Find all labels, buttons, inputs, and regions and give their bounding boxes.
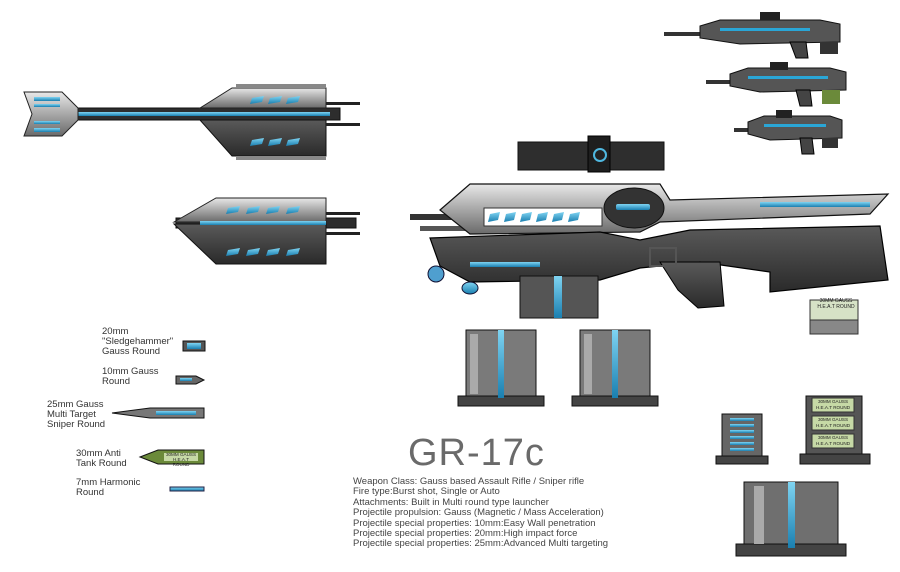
ammo-icon-10mm [175, 375, 206, 385]
rifle-thumb-3 [734, 110, 843, 155]
spec-line: Projectile special properties: 10mm:Easy… [353, 517, 596, 529]
magazine-7mm [715, 413, 769, 465]
ammo-label-10mm: 10mm Gauss Round [102, 366, 159, 387]
spec-line: Weapon Class: Gauss based Assault Rifle … [353, 476, 585, 487]
ammo-icon-20mm [182, 340, 206, 352]
spec-line: Attachments: Built in Multi round type l… [353, 496, 549, 508]
magazine-1 [457, 329, 545, 407]
ammo-label-7mm: 7mm Harmonic Round [76, 477, 141, 498]
spec-line: Projectile special properties: 25mm:Adva… [353, 538, 609, 550]
ammo-icon-25mm [111, 407, 205, 419]
rifle-thumb-2 [706, 62, 847, 107]
tank-round-label-top: 30MM GAUSS H.E.A.T ROUND [817, 298, 855, 310]
ammo-30mm-label: 30MM GAUSS H.E.A.T ROUND [165, 452, 197, 467]
ammo-label-25mm: 25mm Gauss Multi Target Sniper Round [47, 399, 106, 430]
tank-round-label-crate-3: 30MM GAUSS H.E.A.T ROUND [815, 435, 851, 446]
spec-line: Projectile propulsion: Gauss (Magnetic /… [353, 507, 604, 519]
ammo-label-20mm: 20mm "Sledgehammer" Gauss Round [102, 326, 174, 357]
ammo-crate-large [735, 481, 847, 557]
weapon-specs: Weapon Class: Gauss based Assault Rifle … [353, 476, 609, 550]
tank-round-label-crate-2: 30MM GAUSS H.E.A.T ROUND [815, 417, 851, 428]
spec-line: Fire type:Burst shot, Single or Auto [353, 486, 500, 498]
spec-line: Projectile special properties: 20mm:High… [353, 528, 578, 540]
weapon-title: GR-17c [408, 432, 545, 474]
magazine-2 [571, 329, 659, 407]
ammo-icon-7mm [169, 486, 205, 492]
rifle-thumb-1 [664, 12, 841, 59]
tank-round-label-crate-1: 30MM GAUSS H.E.A.T ROUND [815, 399, 851, 410]
ammo-label-30mm: 30mm Anti Tank Round [76, 448, 127, 469]
